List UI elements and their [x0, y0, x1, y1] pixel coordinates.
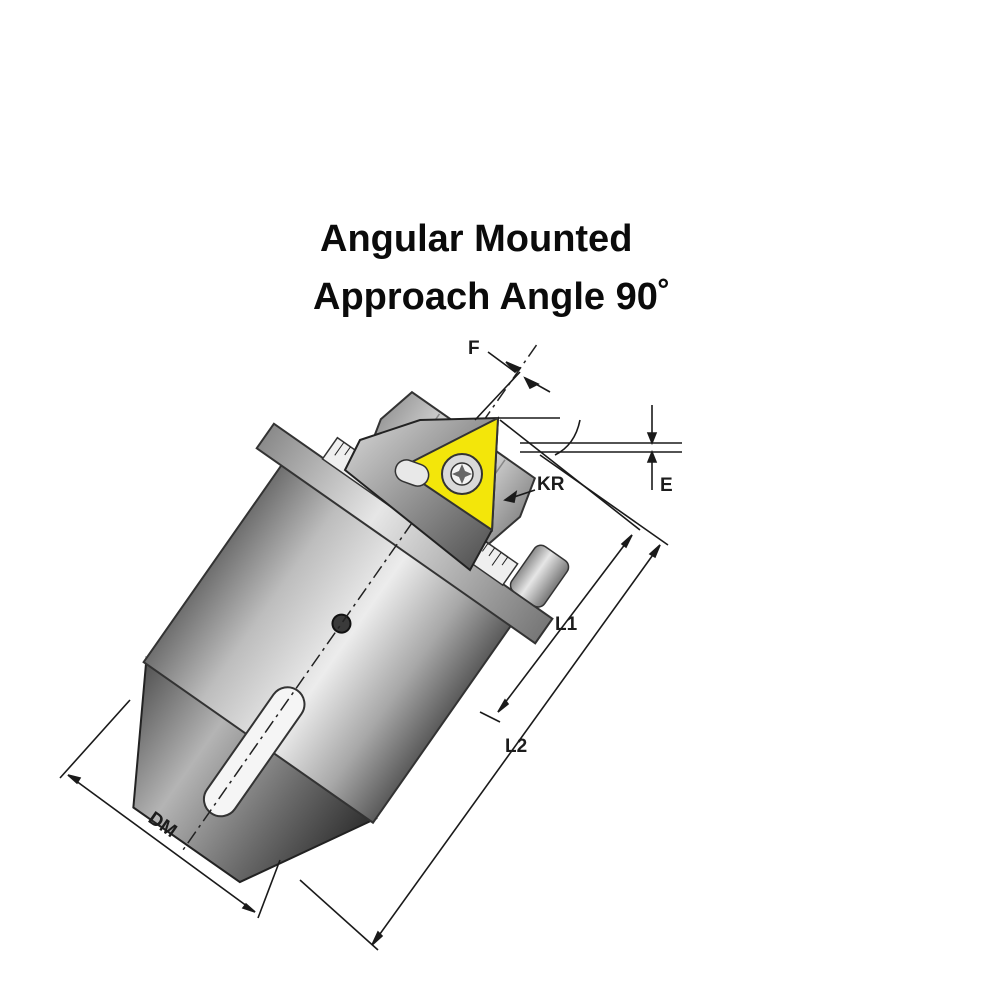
dimension-e	[520, 405, 682, 490]
label-kr: KR	[537, 474, 565, 495]
title-line-2: Approach Angle 90˚	[313, 276, 671, 318]
side-pin	[509, 544, 570, 608]
holder-assembly	[132, 344, 570, 884]
label-l2: L2	[505, 736, 527, 757]
clamp-slot	[394, 459, 430, 487]
dimension-dm	[59, 699, 281, 919]
label-e: E	[660, 475, 673, 496]
key-slot	[202, 686, 306, 818]
center-axis	[180, 344, 538, 854]
dimension-f	[474, 351, 551, 421]
title-line-1: Angular Mounted	[320, 218, 633, 260]
dimension-kr	[498, 417, 581, 503]
dimension-l2	[299, 454, 669, 951]
label-f: F	[468, 338, 480, 359]
dimension-l1	[479, 419, 641, 723]
label-l1: L1	[555, 614, 578, 635]
